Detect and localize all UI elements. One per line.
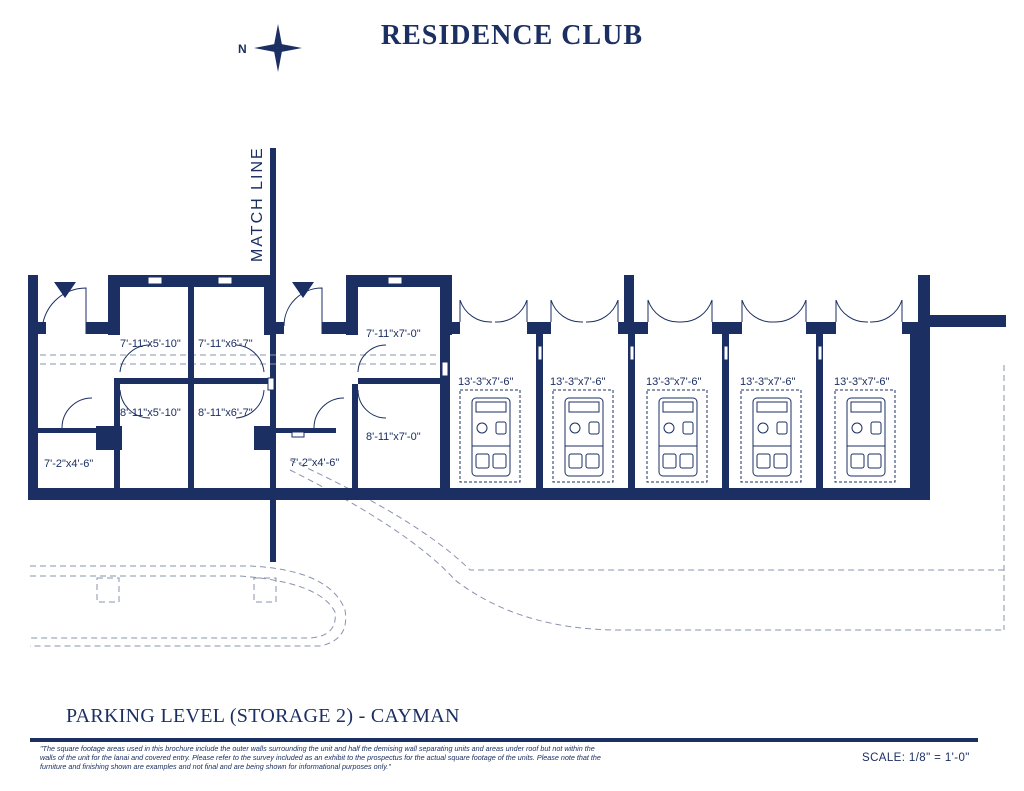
level-title: PARKING LEVEL (STORAGE 2) - CAYMAN: [66, 705, 460, 727]
storage-label: 7'-11"x6'-7": [198, 338, 253, 350]
storage-label: 7'-11"x7'-0": [366, 328, 421, 340]
disclaimer-text: "The square footage areas used in this b…: [40, 744, 601, 772]
cart-garage-label: 13'-3"x7'-6": [646, 376, 702, 388]
compass-icon: [254, 24, 302, 72]
cart-garage-label: 13'-3"x7'-6": [458, 376, 514, 388]
match-line-label: MATCH LINE: [249, 146, 266, 262]
scale-label: SCALE: 1/8" = 1'-0": [862, 752, 970, 764]
dimension-labels: 7'-11"x5'-10" 7'-11"x6'-7" 8'-11"x5'-10"…: [44, 328, 890, 470]
storage-label: 7'-11"x5'-10": [120, 338, 181, 350]
vents: [147, 276, 823, 438]
cart-garage-label: 13'-3"x7'-6": [550, 376, 606, 388]
cart-garage-label: 13'-3"x7'-6": [834, 376, 890, 388]
ramp-outline: [30, 354, 1005, 647]
closet-label: 7'-2"x4'-6": [44, 458, 93, 470]
golf-carts: [459, 389, 896, 483]
golf-cart-icon: [740, 389, 802, 483]
storage-label: 8'-11"x7'-0": [366, 431, 421, 443]
golf-cart-icon: [834, 389, 896, 483]
cart-garage-label: 13'-3"x7'-6": [740, 376, 796, 388]
storage-label: 8'-11"x6'-7": [198, 407, 253, 419]
footer-divider: [30, 738, 978, 742]
page-title: RESIDENCE CLUB: [380, 20, 644, 51]
storage-label: 8'-11"x5'-10": [120, 407, 181, 419]
golf-cart-icon: [646, 389, 708, 483]
golf-cart-icon: [459, 389, 521, 483]
golf-cart-icon: [552, 389, 614, 483]
closet-label: 7'-2"x4'-6": [290, 457, 339, 469]
walls: [28, 275, 1006, 500]
door-swings: [41, 287, 903, 429]
triangle-markers: [54, 282, 314, 298]
north-label: N: [238, 42, 247, 56]
